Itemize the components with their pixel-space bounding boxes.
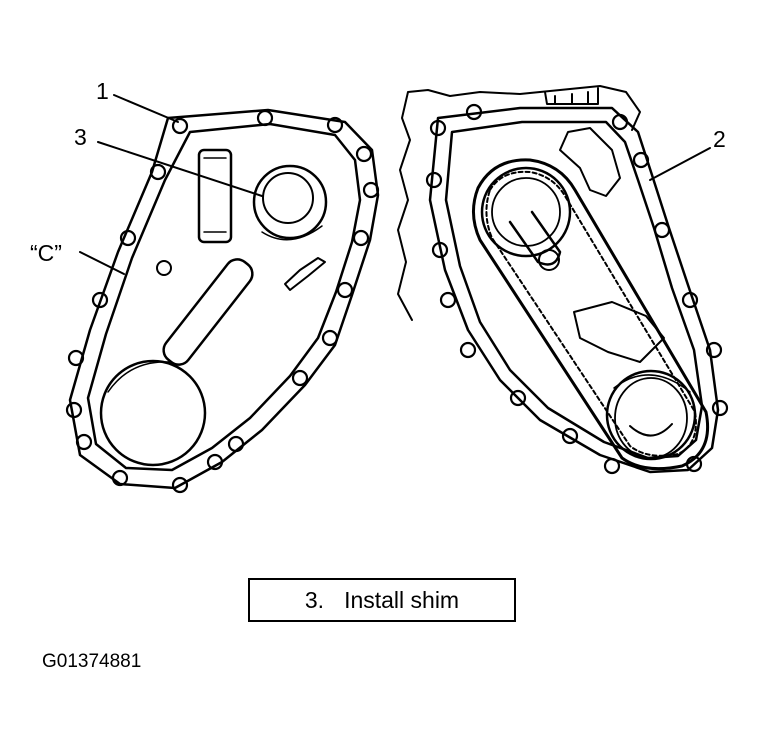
left-cover-inner-outline <box>86 122 362 472</box>
upper-sprocket <box>480 166 572 258</box>
left-cover-bolt-holes <box>65 109 380 494</box>
callout-c: “C” <box>30 240 62 266</box>
leader-c <box>79 251 125 275</box>
caption-text: Install shim <box>344 586 460 613</box>
drive-chain-outer <box>472 158 710 471</box>
right-case-outer-outline <box>428 106 720 474</box>
right-case-cast-edge <box>397 85 641 321</box>
left-cover-lower-bore <box>99 359 207 467</box>
drive-chain-inner <box>485 170 697 457</box>
left-cover-outer-outline <box>68 108 380 490</box>
left-cover-upper-slot <box>197 148 233 244</box>
right-case <box>397 85 729 475</box>
left-cover-lower-slot <box>162 258 254 366</box>
right-case-top-boss <box>544 87 599 105</box>
right-case-inner-outline <box>444 120 704 460</box>
left-cover <box>65 108 380 494</box>
callout-3: 3 <box>74 124 87 150</box>
right-case-bolt-holes <box>425 103 729 475</box>
leader-2 <box>649 147 711 181</box>
caption-box: 3. Install shim <box>248 578 516 622</box>
leader-1 <box>113 94 179 123</box>
left-cover-bracket <box>284 257 326 291</box>
leader-3 <box>97 141 263 197</box>
right-case-web <box>573 301 665 363</box>
callout-2: 2 <box>713 126 726 152</box>
left-cover-upper-bore <box>252 164 328 240</box>
leader-lines <box>79 94 711 275</box>
input-shaft <box>508 210 562 266</box>
caption-step-number: 3. <box>304 586 325 613</box>
right-case-bracket <box>559 127 621 197</box>
lower-sprocket <box>605 369 697 461</box>
callout-1: 1 <box>96 78 109 104</box>
left-cover-small-hole <box>156 260 172 276</box>
figure-id: G01374881 <box>42 651 142 672</box>
